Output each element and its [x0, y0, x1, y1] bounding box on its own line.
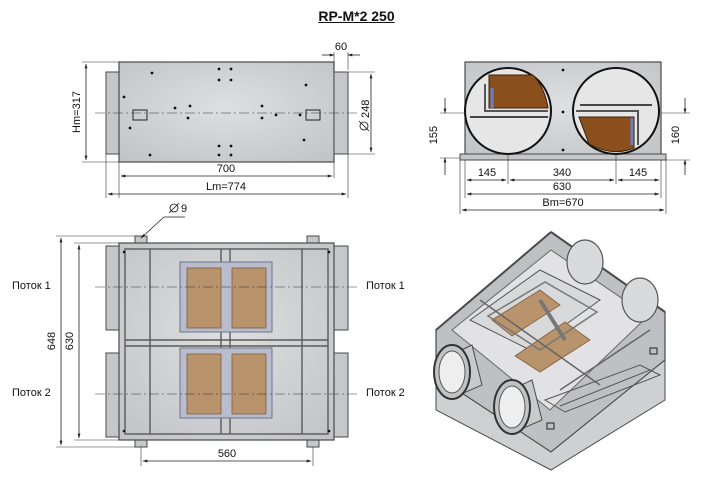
filter-cassette-3 — [186, 353, 222, 415]
plan-spigot-top-right — [333, 245, 349, 331]
dim-left-h-label: 155 — [428, 126, 440, 144]
flow2-left-label: Поток 2 — [12, 387, 51, 399]
dim-right-h-label: 160 — [670, 126, 682, 144]
drawing-title: RP-M*2 250 — [318, 8, 395, 24]
left-port — [464, 67, 552, 155]
side-body — [118, 61, 335, 163]
dim-560-label: 560 — [218, 448, 236, 460]
plan-spigot-bottom-left — [105, 352, 120, 438]
iso-front-spigot-left — [433, 344, 483, 400]
dim-diameter-label: 248 — [360, 100, 372, 118]
dim-145-left-label: 145 — [478, 167, 496, 179]
dim-body-label: 700 — [217, 163, 235, 175]
isometric-view — [433, 231, 666, 471]
dim-145-right-label: 145 — [629, 167, 647, 179]
plan-spigot-top-left — [105, 245, 120, 331]
plan-view: Поток 1 Поток 1 Поток 2 Поток 2 9 648 63… — [12, 202, 405, 466]
front-flange — [459, 153, 667, 161]
right-port — [572, 67, 660, 155]
flow2-right-label: Поток 2 — [366, 387, 405, 399]
dim-630-label: 630 — [553, 181, 571, 193]
dim-630-plan-label: 630 — [64, 332, 76, 350]
side-view: Hm=317 60 248 700 L — [71, 41, 375, 198]
dim-648-label: 648 — [46, 332, 58, 350]
flow1-right-label: Поток 1 — [366, 280, 405, 292]
flow1-left-label: Поток 1 — [12, 280, 51, 292]
dim-total-label: Lm=774 — [206, 181, 246, 193]
iso-filter-2 — [514, 321, 591, 373]
dim-bm-label: Bm=670 — [542, 197, 583, 209]
dim-height-label: Hm=317 — [71, 91, 83, 133]
dim-340-label: 340 — [553, 167, 571, 179]
dim-spigot-label: 60 — [335, 41, 347, 53]
filter-cassette-2 — [231, 267, 267, 329]
iso-front-spigot-right — [493, 379, 543, 435]
plan-spigot-bottom-right — [333, 352, 349, 438]
front-view: 155 160 145 340 145 630 — [428, 61, 690, 214]
filter-cassette-4 — [231, 353, 267, 415]
dim-hole-label: 9 — [181, 203, 187, 215]
filter-cassette-1 — [186, 267, 222, 329]
